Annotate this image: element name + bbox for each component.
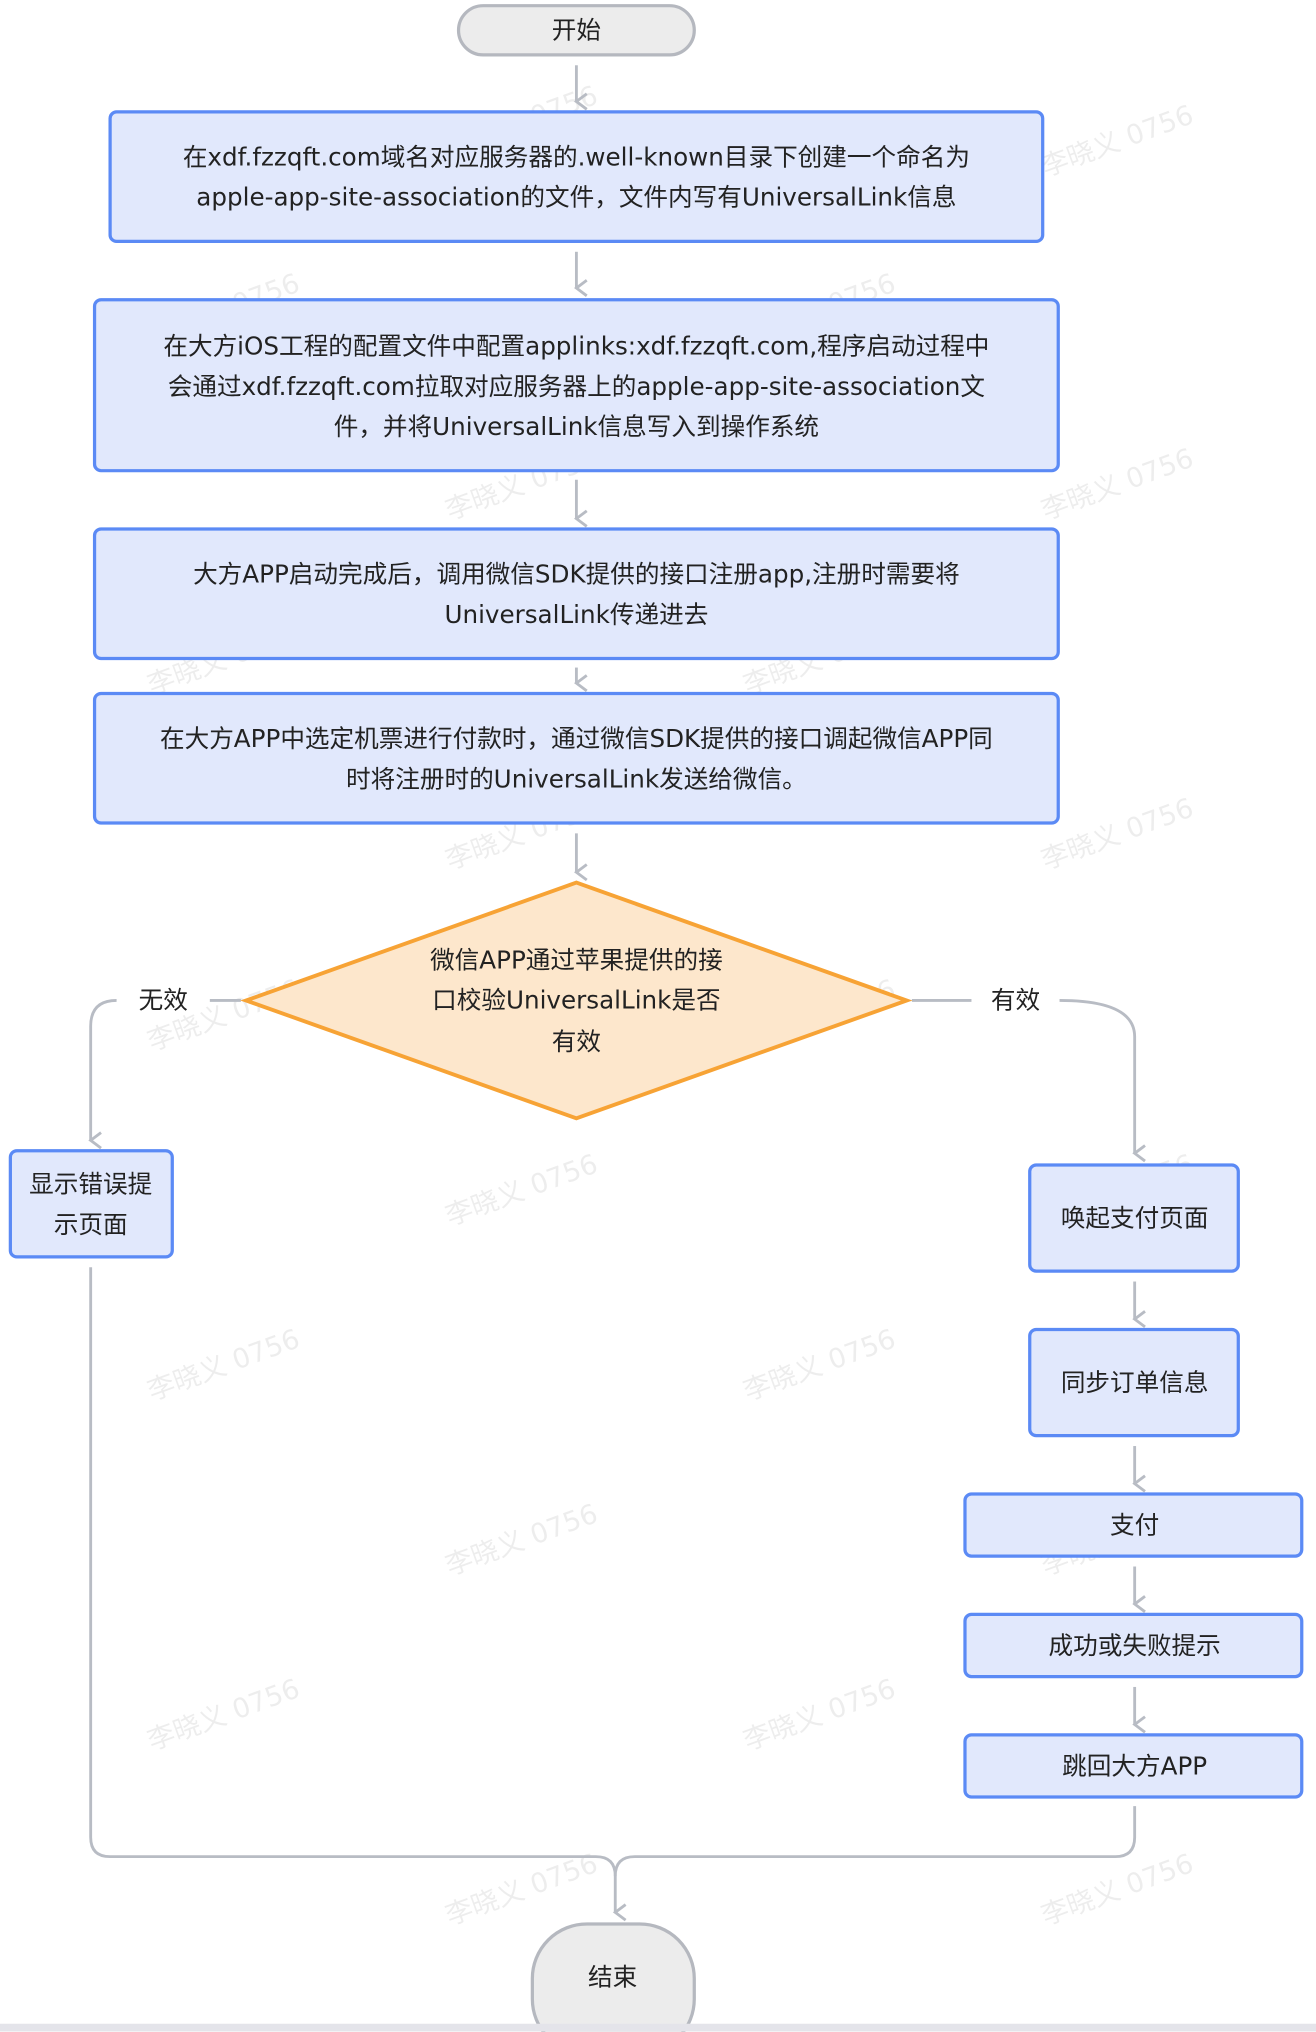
open-pay-node: 唤起支付页面 <box>1028 1163 1240 1273</box>
end-node: 结束 <box>530 1922 696 2032</box>
watermark: 李晓义 0756 <box>1037 793 1197 877</box>
result-label: 成功或失败提示 <box>1049 1631 1221 1660</box>
step2-line2: 会通过xdf.fzzqft.com拉取对应服务器上的apple-app-site… <box>168 372 985 401</box>
edge-invalid <box>91 999 241 1140</box>
decision-line1: 微信APP通过苹果提供的接 <box>430 946 723 975</box>
back-node: 跳回大方APP <box>963 1733 1304 1799</box>
decision-node: 微信APP通过苹果提供的接 口校验UniversalLink是否 有效 <box>240 880 913 1121</box>
error-node: 显示错误提 示页面 <box>8 1149 174 1259</box>
valid-label: 有效 <box>991 986 1040 1015</box>
edge-error-to-end <box>89 1267 627 1922</box>
watermark: 李晓义 0756 <box>441 1848 601 1932</box>
invalid-label: 无效 <box>139 986 188 1015</box>
back-label: 跳回大方APP <box>1062 1751 1207 1780</box>
watermark: 李晓义 0756 <box>739 1673 899 1757</box>
start-node: 开始 <box>456 4 696 57</box>
result-node: 成功或失败提示 <box>963 1612 1304 1679</box>
step1-line1: 在xdf.fzzqft.com域名对应服务器的.well-known目录下创建一… <box>183 143 970 172</box>
end-label: 结束 <box>588 1962 637 1991</box>
step1-node: 在xdf.fzzqft.com域名对应服务器的.well-known目录下创建一… <box>108 110 1045 244</box>
step1-line2: apple-app-site-association的文件，文件内写有Unive… <box>196 183 956 212</box>
watermark: 李晓义 0756 <box>441 1499 601 1583</box>
watermark: 李晓义 0756 <box>1037 1848 1197 1932</box>
start-label: 开始 <box>552 16 601 45</box>
watermark: 李晓义 0756 <box>739 1324 899 1408</box>
step2-node: 在大方iOS工程的配置文件中配置applinks:xdf.fzzqft.com,… <box>92 298 1060 473</box>
edge-valid <box>911 999 1135 1153</box>
sync-order-node: 同步订单信息 <box>1028 1327 1240 1438</box>
watermark: 李晓义 0756 <box>144 1673 304 1757</box>
error-line1: 显示错误提 <box>29 1170 152 1199</box>
decision-line3: 有效 <box>552 1027 601 1056</box>
step4-node: 在大方APP中选定机票进行付款时，通过微信SDK提供的接口调起微信APP同 时将… <box>92 691 1060 825</box>
step3-node: 大方APP启动完成后，调用微信SDK提供的接口注册app,注册时需要将 Univ… <box>92 527 1060 661</box>
watermark: 李晓义 0756 <box>1037 443 1197 527</box>
edges <box>89 65 1137 1922</box>
step3-line1: 大方APP启动完成后，调用微信SDK提供的接口注册app,注册时需要将 <box>193 560 960 589</box>
edge-back-to-end <box>613 1806 1137 1877</box>
watermark: 李晓义 0756 <box>1037 100 1197 184</box>
step2-line3: 件，并将UniversalLink信息写入到操作系统 <box>334 412 819 441</box>
open-pay-label: 唤起支付页面 <box>1061 1203 1209 1232</box>
decision-line2: 口校验UniversalLink是否 <box>432 986 720 1015</box>
bottom-edge-bar <box>0 2023 1316 2032</box>
pay-label: 支付 <box>1110 1510 1159 1539</box>
step4-line1: 在大方APP中选定机票进行付款时，通过微信SDK提供的接口调起微信APP同 <box>160 724 993 753</box>
pay-node: 支付 <box>963 1492 1304 1558</box>
error-line2: 示页面 <box>54 1210 128 1239</box>
watermark: 李晓义 0756 <box>441 1149 601 1233</box>
step2-line1: 在大方iOS工程的配置文件中配置applinks:xdf.fzzqft.com,… <box>163 332 989 361</box>
sync-order-label: 同步订单信息 <box>1061 1368 1209 1397</box>
step4-line2: 时将注册时的UniversalLink发送给微信。 <box>346 764 807 793</box>
step3-line2: UniversalLink传递进去 <box>444 600 708 629</box>
watermark: 李晓义 0756 <box>144 1324 304 1408</box>
